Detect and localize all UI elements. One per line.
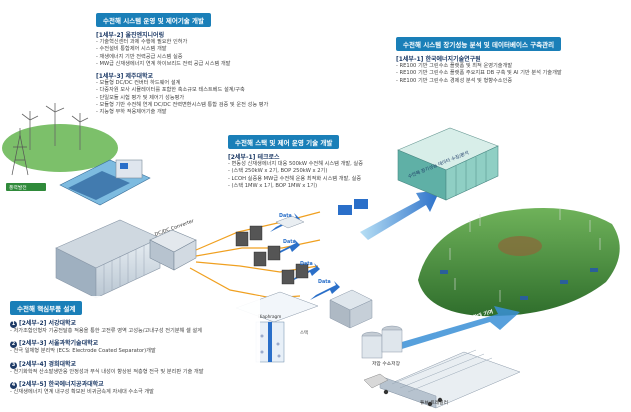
list-item: 재생에너지 기반 전력공급 시스템 실증 xyxy=(96,54,286,61)
transmission-tower-icon xyxy=(11,128,29,176)
h2-storage-tanks xyxy=(361,325,403,359)
list-item: 수전설비 통합제어 시스템 개발 xyxy=(96,46,286,53)
list-item: (스택 1MW x 1기, BOP 1MW x 1기) xyxy=(228,183,438,190)
entry-heading-text: [2세부-2] 서강대학교 xyxy=(19,320,77,327)
entry-heading-3: 3[2세부-4] 경희대학교 xyxy=(10,359,260,369)
kier-bullets: RE100 기반 그린수소 플랫폼 및 최적 운영기술개발 RE100 기반 그… xyxy=(396,63,624,85)
panel-stack-title: 수전해 스택 및 제어 운영 기술 개발 xyxy=(228,135,340,149)
list-item: LCOH 실증용 MW급 수전해 운용 최적화 시스템 개발, 실증 xyxy=(228,176,438,183)
entry-bullets: 신재생에너지 연계 내구성 확보된 비귀금속계 자세대 수소극 개발 xyxy=(10,389,260,396)
entry-heading-4: 4[2세부-5] 한국에너지공과대학교 xyxy=(10,379,260,389)
jeju-contribution-arrow xyxy=(388,306,520,352)
list-item: 전극 일체형 분리막 (ECS: Electrode Coated Separa… xyxy=(10,348,260,355)
entry-heading-text: [2세부-4] 경희대학교 xyxy=(19,360,77,368)
list-item: 다중자원 모사 시뮬레이터를 포함한 축소규모 테스트베드 설계/구축 xyxy=(96,87,286,94)
island-turbines xyxy=(449,208,601,302)
techcross-bullets: 변동성 신재생에너지 대응 500kW 수전해 시스템 개발, 실증 (스택 2… xyxy=(228,161,438,190)
entry-bullets: 전극 일체형 분리막 (ECS: Electrode Coated Separa… xyxy=(10,348,260,355)
list-item: 신재생에너지 연계 내구성 확보된 비귀금속계 자세대 수소극 개발 xyxy=(10,389,260,396)
section-heading-kier: [1세부-1] 한국에너지기술연구원 xyxy=(396,56,481,63)
list-item: (스택 250kW x 2기, BOP 250kW x 2기) xyxy=(228,168,438,175)
wind-field-ground xyxy=(2,124,118,172)
panel-stack-tech: 수전해 스택 및 제어 운영 기술 개발 [2세부-1] 테크로스 변동성 신재… xyxy=(228,130,438,190)
list-item: 단일모듈 시험 평가 및 제어기 성능평가 xyxy=(96,95,286,102)
wind-turbines xyxy=(21,103,89,150)
list-item: RE100 기반 그린수소 플랫폼 주요지표 DB 구축 및 AI 기반 분석 … xyxy=(396,70,624,77)
list-item: 모듈형 기반 수전해 연계 DC/DC 전력변환시스템 통합 검증 및 운전 성… xyxy=(96,102,286,109)
panel-long-term-analysis: 수전해 시스템 장기성능 분석 및 데이터베이스 구축관리 [1세부-1] 한국… xyxy=(396,32,624,85)
panel-control-tech-title: 수전해 시스템 운영 및 제어기술 개발 xyxy=(96,13,212,27)
wind-label-box xyxy=(6,183,46,191)
stack-label: 스택 xyxy=(300,331,309,336)
electrolyzer-container-left xyxy=(55,219,161,299)
list-item: 지능형 부하 적응제어기술 개발 xyxy=(96,109,286,116)
badge-number: 3 xyxy=(10,361,17,369)
panel-core-parts-title: 수전해 핵심부품 설계 xyxy=(10,301,83,315)
list-item: 변동성 신재생에너지 대응 500kW 수전해 시스템 개발, 실증 xyxy=(228,161,438,168)
substation xyxy=(59,159,151,206)
data-flow-arrows xyxy=(270,213,340,300)
list-item: RE100 기반 그린수소 경제성 분석 및 형향수소인증 xyxy=(396,78,624,85)
list-item: MW급 신재생에너지 연계 하이브리드 전력 공급 시스템 개발 xyxy=(96,61,286,68)
dcdc-converter-cabinet xyxy=(149,229,197,271)
badge-number: 1 xyxy=(10,321,17,328)
badge-number: 2 xyxy=(10,341,17,349)
hallasan-mountain xyxy=(498,236,542,256)
list-item: 모듈형 DC/DC 컨버터 하드웨어 설계 xyxy=(96,80,286,87)
island-solar-panels xyxy=(440,268,598,300)
section-heading-ujin: [1세부-2] 울진엔지니어링 xyxy=(96,32,165,39)
badge-number: 4 xyxy=(10,381,17,389)
wind-farm xyxy=(2,103,118,191)
data-label-2: Data xyxy=(283,240,296,245)
entry-heading-text: [2세부-5] 한국에너지공과대학교 xyxy=(19,380,104,388)
wind-label: 풍력발전 xyxy=(9,186,27,191)
entry-heading-1: 1[2세부-2] 서강대학교 xyxy=(10,318,260,328)
list-item: 전기화학적 산소발생반응 안정성과 부식 내성이 향상된 적층형 전극 및 분리… xyxy=(10,369,260,376)
jeju-island xyxy=(418,208,620,317)
diaphragm-label: Diaphragm xyxy=(258,314,282,319)
ujin-bullets: 기술혁신센터 과제 수행에 필요한 인허가 수전설비 통합제어 시스템 개발 재… xyxy=(96,39,286,68)
panel-long-term-title: 수전해 시스템 장기성능 분석 및 데이터베이스 구축관리 xyxy=(396,37,562,51)
list-item: 저가조합인형자 기공전달층 적용을 통한 고전류 영역 고성능/고내구성 전기분… xyxy=(10,328,260,335)
section-heading-jeju-univ: [1세부-3] 제주대학교 xyxy=(96,73,154,81)
data-to-db-arrow xyxy=(360,190,440,240)
data-label-3: Data xyxy=(300,262,313,267)
ess-unit xyxy=(275,215,305,229)
island-shape xyxy=(418,208,620,317)
compressor xyxy=(329,289,373,329)
panel-control-tech: 수전해 시스템 운영 및 제어기술 개발 [1세부-2] 울진엔지니어링 기술혁… xyxy=(96,8,286,117)
electrolyzer-stacks xyxy=(235,199,368,285)
data-label-4: Data xyxy=(318,280,331,285)
entry-heading-2: 2[2세부-3] 서울과학기술대학교 xyxy=(10,338,260,349)
tube-trailer xyxy=(363,349,521,409)
control-building xyxy=(115,159,143,179)
entry-bullets: 전기화학적 산소발생반응 안정성과 부식 내성이 향상된 적층형 전극 및 분리… xyxy=(10,369,260,376)
entry-bullets: 저가조합인형자 기공전달층 적용을 통한 고전류 영역 고성능/고내구성 전기분… xyxy=(10,328,260,335)
panel-core-parts: 수전해 핵심부품 설계 1[2세부-2] 서강대학교 저가조합인형자 기공전달층… xyxy=(10,296,260,397)
h2-storage-label: 저압 수소저장 xyxy=(372,362,401,367)
data-label-1: Data xyxy=(279,214,292,219)
tube-trailer-label: 튜브 트레일러 xyxy=(420,401,449,406)
entry-heading-text: [2세부-3] 서울과학기술대학교 xyxy=(19,340,99,348)
list-item: 기술혁신센터 과제 수행에 필요한 인허가 xyxy=(96,39,286,46)
list-item: RE100 기반 그린수소 플랫폼 및 최적 운영기술개발 xyxy=(396,63,624,70)
section-heading-techcross: [2세부-1] 테크로스 xyxy=(228,154,280,161)
jeju-univ-bullets: 모듈형 DC/DC 컨버터 하드웨어 설계 다중자원 모사 시뮬레이터를 포함한… xyxy=(96,80,286,116)
